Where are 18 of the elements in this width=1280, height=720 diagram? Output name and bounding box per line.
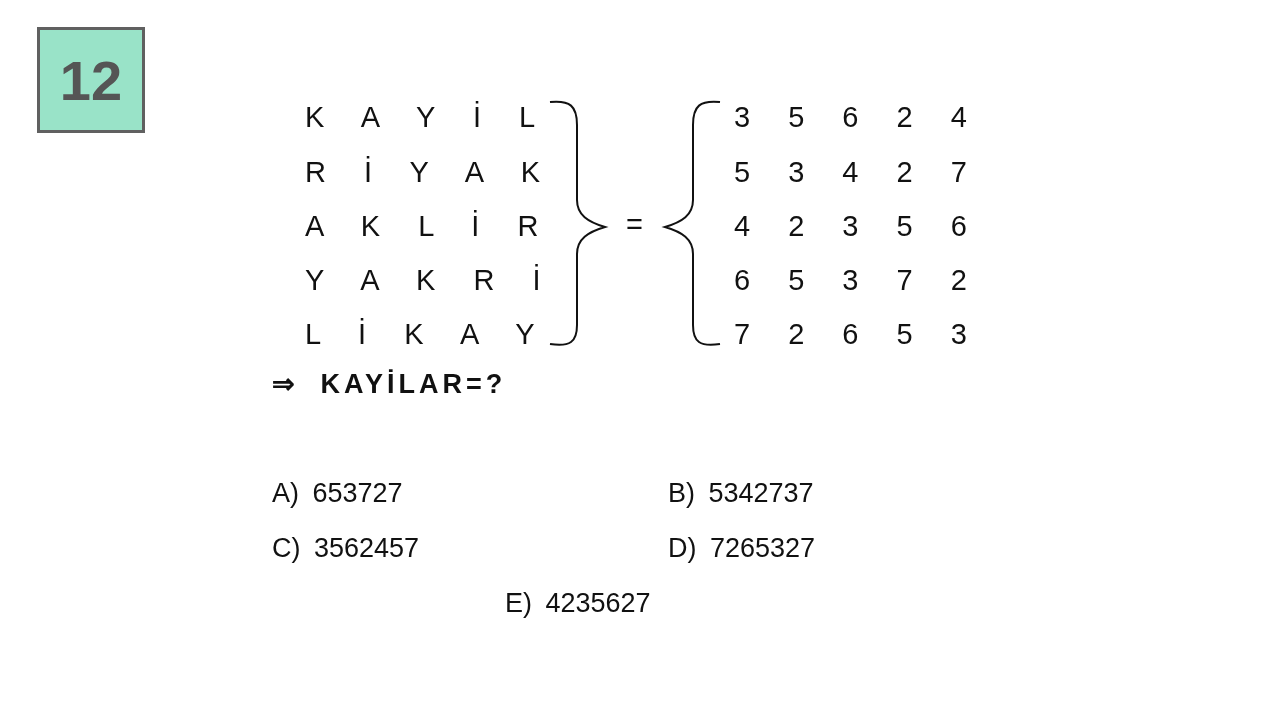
puzzle-text: 4 2 3 5 6 (734, 212, 967, 241)
puzzle-text: R İ Y A K (305, 158, 540, 187)
puzzle-text: ⇒ KAYİLAR=? (272, 371, 507, 398)
puzzle-text: L İ K A Y (305, 320, 535, 349)
puzzle-text: A) 653727 (272, 480, 403, 507)
puzzle-text: 7 2 6 5 3 (734, 320, 967, 349)
puzzle-text: K A Y İ L (305, 103, 536, 132)
question-number-badge: 12 (37, 27, 145, 133)
puzzle-text: Y A K R İ (305, 266, 541, 295)
puzzle-text: 6 5 3 7 2 (734, 266, 967, 295)
puzzle-text: A K L İ R (305, 212, 539, 241)
puzzle-text: C) 3562457 (272, 535, 420, 562)
puzzle-text: 3 5 6 2 4 (734, 103, 967, 132)
puzzle-text: = (626, 210, 643, 239)
puzzle-text: D) 7265327 (668, 535, 816, 562)
puzzle-text: E) 4235627 (505, 590, 651, 617)
puzzle-text: 5 3 4 2 7 (734, 158, 967, 187)
puzzle-text: B) 5342737 (668, 480, 814, 507)
